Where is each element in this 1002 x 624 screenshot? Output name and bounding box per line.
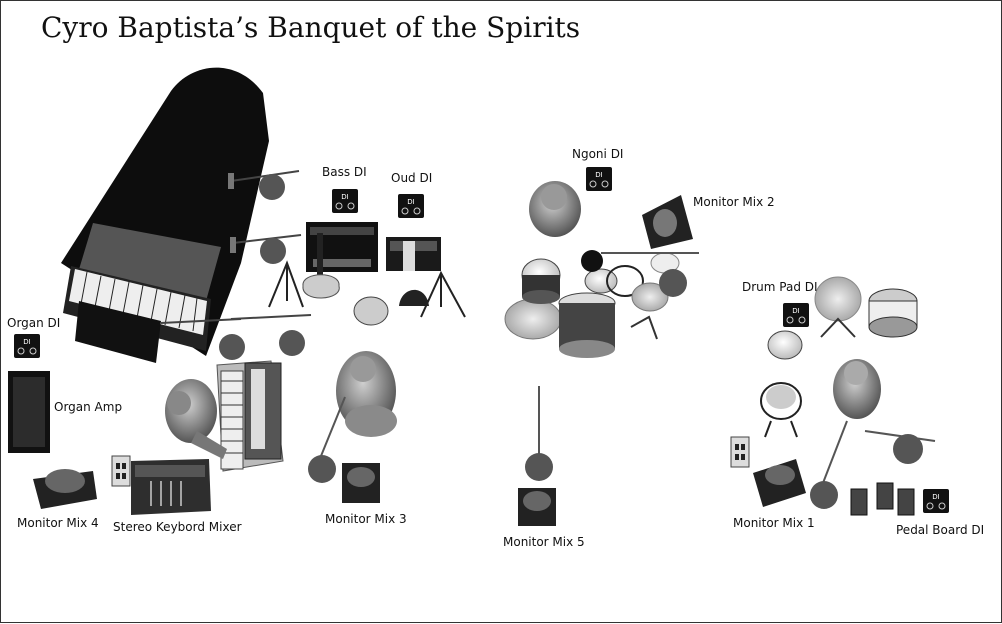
organ-amp-label: Organ Amp (54, 400, 123, 414)
percussion-player (833, 359, 881, 419)
di-box-text: DI (792, 307, 799, 315)
monitor-wedge-2 (642, 195, 693, 249)
bass-di-label: Bass DI (322, 165, 367, 179)
organ-di-box: DI (14, 334, 40, 358)
vocal-mic-oud (308, 396, 346, 483)
piano-mics (160, 170, 312, 360)
monitor-mix-4-label: Monitor Mix 4 (17, 516, 99, 530)
pedal-boxes (850, 482, 915, 516)
oud-amp (386, 237, 441, 306)
oud-player (336, 296, 397, 437)
monitor-wedge-3 (342, 463, 380, 503)
organ-amp (8, 371, 50, 453)
pedal-board-di-label: Pedal Board DI (896, 523, 985, 537)
drum-kit (504, 250, 699, 358)
di-box-text: DI (23, 338, 30, 346)
monitor-mix-2-label: Monitor Mix 2 (693, 195, 775, 209)
bass-di-box: DI (332, 189, 358, 213)
monitor-mix-1-label: Monitor Mix 1 (733, 516, 815, 530)
power-outlets (111, 436, 750, 487)
oud-di-box: DI (398, 194, 424, 218)
vocal-mic-right (810, 420, 848, 509)
keyboard-player (165, 379, 227, 459)
ngoni-di-label: Ngoni DI (572, 147, 624, 161)
grand-piano (61, 67, 269, 363)
oud-di-label: Oud DI (391, 171, 433, 185)
mic-perc-right (864, 430, 936, 464)
stereo-mixer (131, 459, 211, 515)
percussion-setup (760, 276, 918, 438)
bass-amp (306, 222, 378, 272)
drum-pad-di-label: Drum Pad DI (742, 280, 818, 294)
di-box-text: DI (595, 171, 602, 179)
monitor-mix-5-label: Monitor Mix 5 (503, 535, 585, 549)
page-title: Cyro Baptista’s Banquet of the Spirits (41, 11, 581, 44)
drum-pad-di-box: DI (783, 303, 809, 327)
di-boxes: DI DI DI DI DI DI (14, 167, 949, 513)
vocal-mic-center (525, 386, 553, 481)
pedal-board-di-box: DI (923, 489, 949, 513)
di-box-text: DI (932, 493, 939, 501)
monitor-wedge-5 (518, 488, 556, 526)
stereo-keyboard-mixer-label: Stereo Keybord Mixer (113, 520, 242, 534)
keyboard-rig (216, 360, 284, 472)
monitor-mix-3-label: Monitor Mix 3 (325, 512, 407, 526)
monitor-wedge-1 (753, 459, 806, 507)
guitar-stands (268, 260, 466, 318)
organ-di-label: Organ DI (7, 316, 61, 330)
monitor-wedge-4 (33, 469, 97, 509)
ngoni-player (529, 181, 581, 237)
ngoni-di-box: DI (586, 167, 612, 191)
bass-guitar (302, 233, 340, 299)
di-box-text: DI (407, 198, 414, 206)
di-box-text: DI (341, 193, 348, 201)
